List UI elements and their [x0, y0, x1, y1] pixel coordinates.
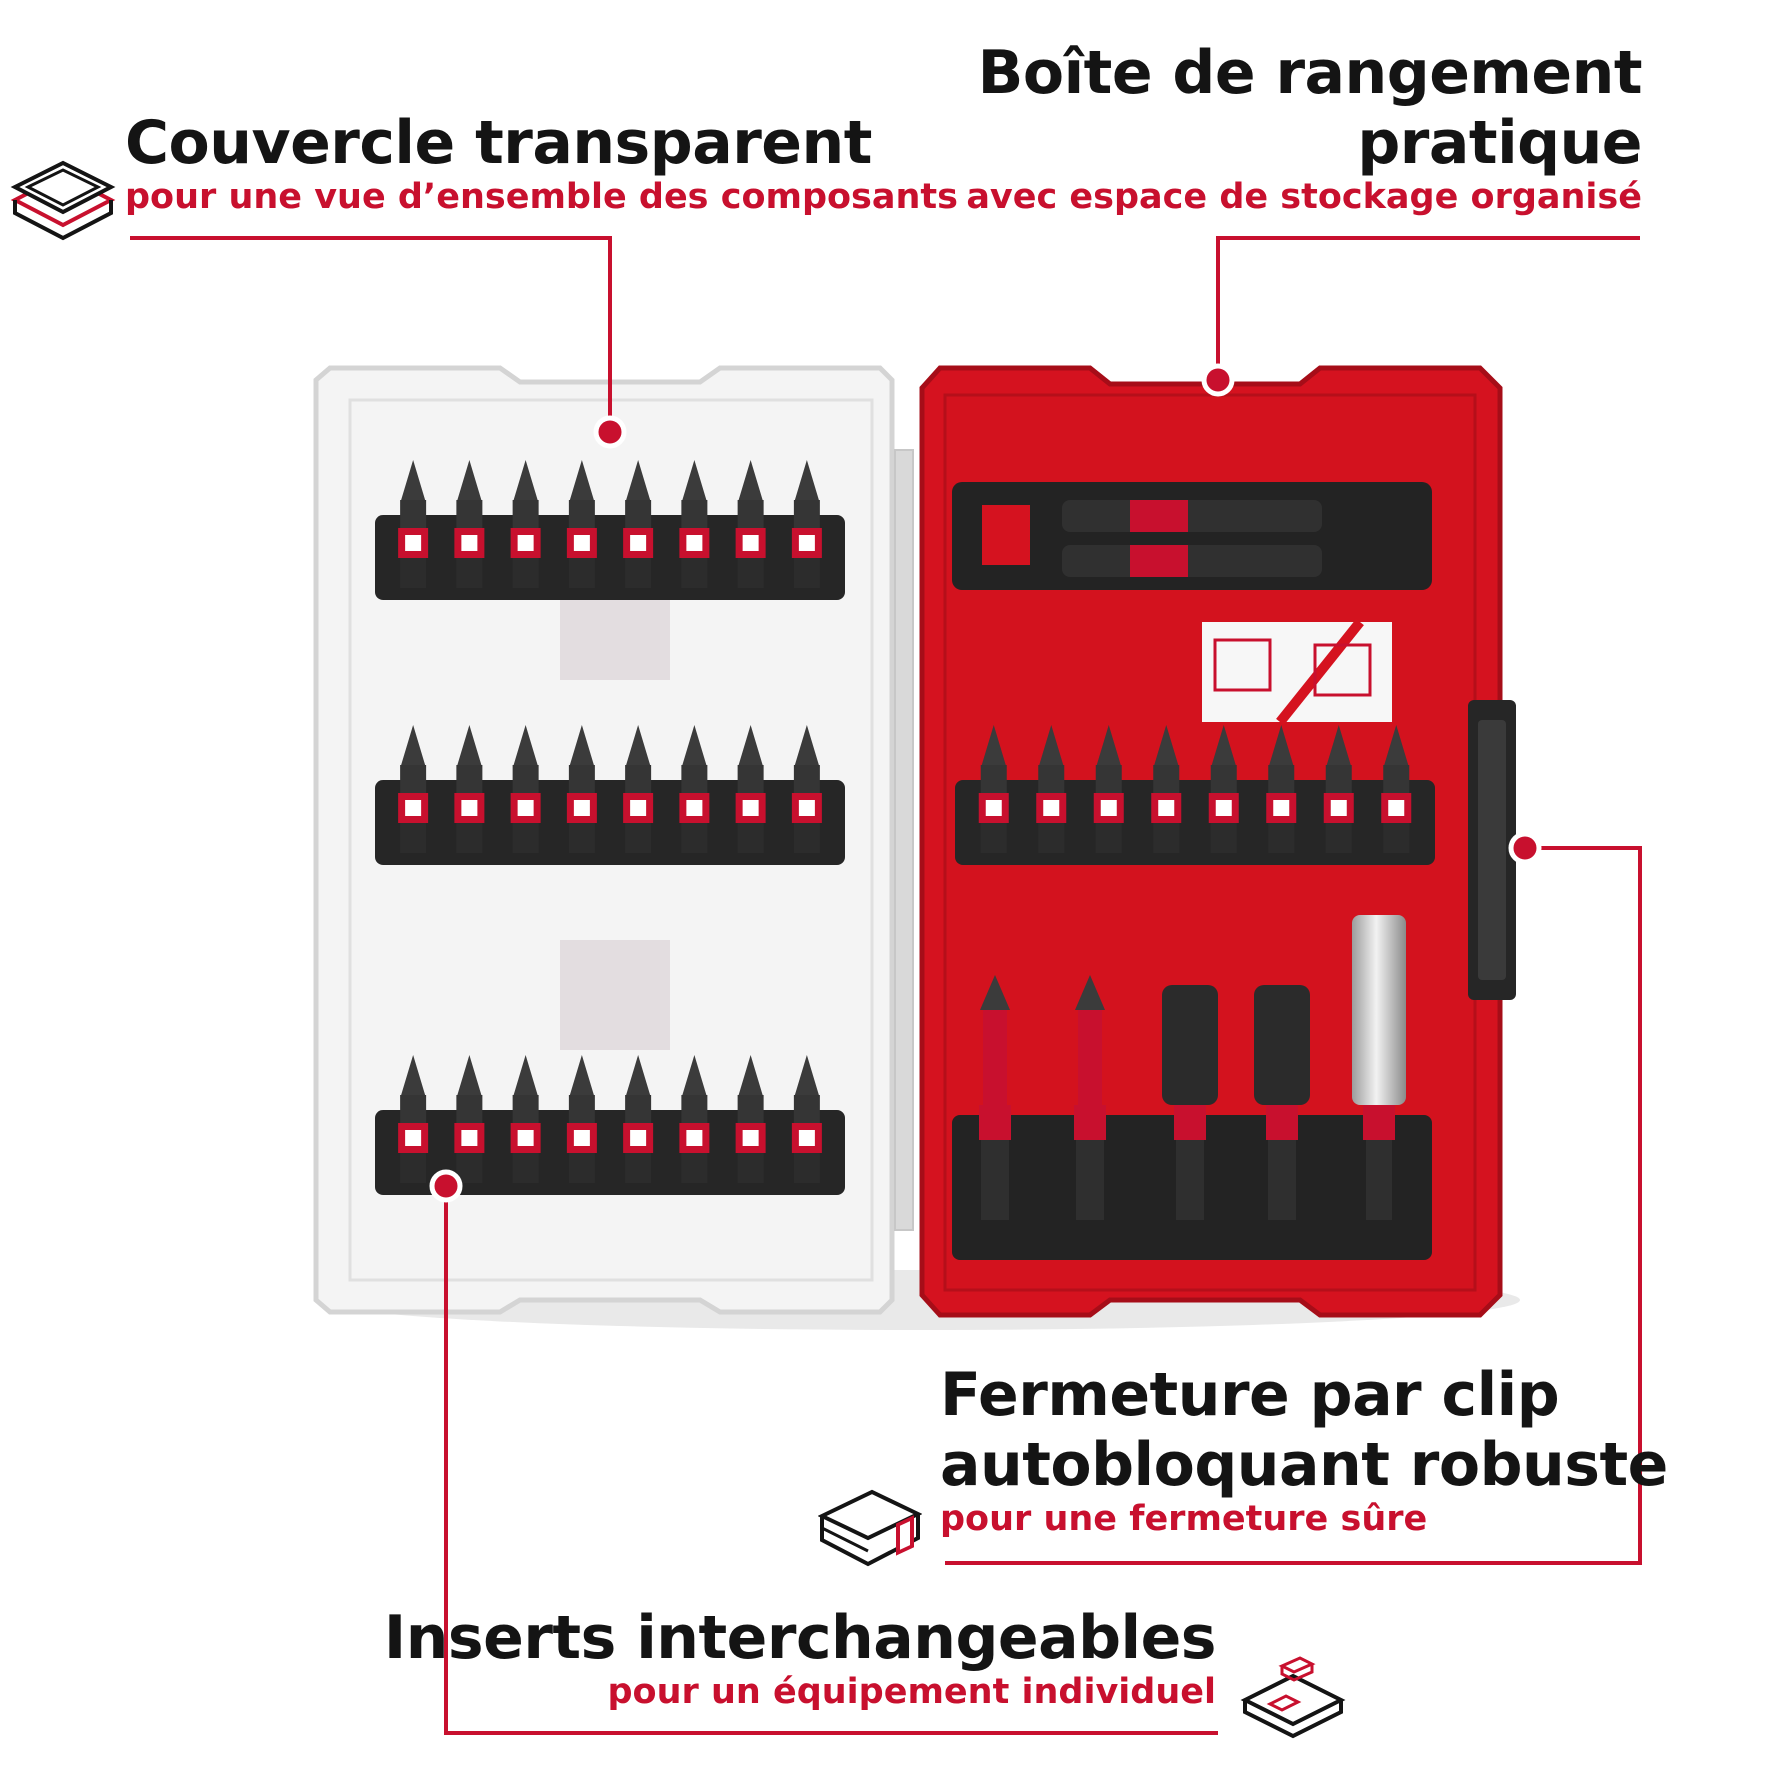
lid-row-1-holder [375, 515, 845, 600]
lid-row-3-bit [623, 1055, 654, 1183]
lid-marker-dot [593, 415, 627, 449]
lid-callout-title: Couvercle transparent [125, 108, 872, 178]
bottom-bits [979, 915, 1406, 1220]
lid-callout-subtitle: pour une vue d’ensemble des composants [125, 177, 958, 217]
lid-row-2-bit [679, 725, 710, 853]
lid-row-2-bit [510, 725, 541, 853]
top-bit-holder [952, 482, 1432, 590]
lid-row-1-bit [623, 460, 654, 588]
lid-row-2-bit [566, 725, 597, 853]
inserts-callout-title: Inserts interchangeables [383, 1603, 1217, 1673]
lid-row-1-bit [679, 460, 710, 588]
lid-row-3-holder [375, 1110, 845, 1195]
clip-callout-title-line2: autobloquant robuste [940, 1430, 1668, 1500]
lid-bit-rows [375, 460, 845, 1195]
inserts-callout: Inserts interchangeables pour un équipem… [383, 1603, 1217, 1713]
lid-leader-line [130, 236, 612, 432]
bottom-bit [979, 975, 1011, 1220]
storage-marker-dot [1201, 363, 1235, 397]
clip-callout-subtitle: pour une fermeture sûre [940, 1499, 1428, 1539]
storage-leader-line [1216, 236, 1640, 380]
bottom-bit [1254, 985, 1310, 1220]
lid-callout: Couvercle transparent pour une vue d’ens… [125, 108, 958, 218]
magnetic-bit-holder [1352, 915, 1406, 1220]
box-mid-row-bit [1323, 725, 1354, 853]
interchangeable-inserts-icon [1240, 1656, 1346, 1739]
lid-row-1-bit [398, 460, 429, 588]
lid-row-1-bit [566, 460, 597, 588]
box-mid-row-bit [978, 725, 1009, 853]
lid-row-2-bit [791, 725, 822, 853]
lid-row-3-bit [735, 1055, 766, 1183]
hinge [894, 449, 914, 1231]
clip-callout: Fermeture par clip autobloquant robuste … [940, 1360, 1668, 1540]
transparent-lid-icon [10, 160, 116, 241]
inserts-callout-subtitle: pour un équipement individuel [607, 1672, 1216, 1712]
lid-row-1-bit [735, 460, 766, 588]
lid-row-3-bit [566, 1055, 597, 1183]
lid-row-3-bit [454, 1055, 485, 1183]
clip-latch [1468, 700, 1516, 1000]
clip-callout-title-line1: Fermeture par clip [940, 1360, 1560, 1430]
bottom-bit [1162, 985, 1218, 1220]
box-mid-row-bit [1036, 725, 1067, 853]
lid-row-1-bit [791, 460, 822, 588]
lid-row-2-holder [375, 780, 845, 865]
bottom-bit [1074, 975, 1106, 1220]
lid-row-3-bit [510, 1055, 541, 1183]
box-mid-row-bit [1266, 725, 1297, 853]
lid-row-3-bit [398, 1055, 429, 1183]
lid-row-2-bit [454, 725, 485, 853]
storage-callout-title-line2: pratique [1357, 108, 1642, 178]
lid-row-2-bit [735, 725, 766, 853]
storage-callout: Boîte de rangement pratique avec espace … [966, 38, 1642, 218]
box-middle-bit-row [955, 725, 1435, 865]
clip-closed-case-icon [818, 1489, 922, 1567]
clip-marker-dot [1508, 831, 1542, 865]
box-mid-row-bit [1093, 725, 1124, 853]
lid-row-2-bit [623, 725, 654, 853]
lid-row-1-bit [510, 460, 541, 588]
inserts-marker-dot [429, 1169, 463, 1203]
instruction-sticker [1202, 618, 1392, 726]
lid-row-1-bit [454, 460, 485, 588]
box-mid-row-bit [1151, 725, 1182, 853]
storage-callout-title-line1: Boîte de rangement [977, 38, 1643, 108]
box-mid-row-holder [955, 780, 1435, 865]
inserts-leader-line [444, 1186, 1218, 1735]
lid-row-3-bit [791, 1055, 822, 1183]
clip-leader-line [945, 846, 1642, 1565]
lid-row-3-bit [679, 1055, 710, 1183]
lid-row-2-bit [398, 725, 429, 853]
box-mid-row-bit [1208, 725, 1239, 853]
storage-callout-subtitle: avec espace de stockage organisé [966, 177, 1642, 217]
box-mid-row-bit [1381, 725, 1412, 853]
